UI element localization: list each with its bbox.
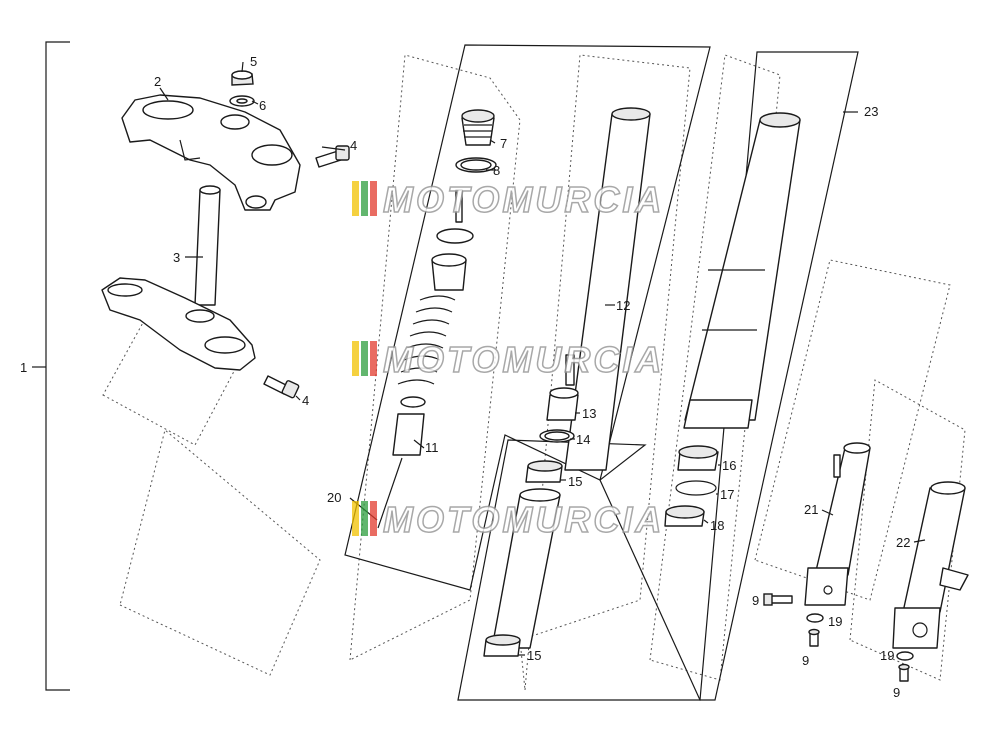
cap-nut bbox=[231, 70, 254, 86]
callout-22: 22 bbox=[896, 535, 910, 550]
callout-20: 20 bbox=[327, 490, 341, 505]
callout-16: 16 bbox=[722, 458, 736, 473]
fork-top-plug bbox=[461, 109, 495, 146]
guide-bush-lower bbox=[483, 634, 521, 657]
dust-seal bbox=[677, 445, 719, 471]
bolt-9-left bbox=[808, 628, 820, 647]
callout-4b: 4 bbox=[302, 393, 309, 408]
watermark-stripe bbox=[361, 501, 368, 536]
callout-3: 3 bbox=[173, 250, 180, 265]
callout-11: 11 bbox=[425, 440, 439, 455]
callout-14: 14 bbox=[576, 432, 590, 447]
watermark-stripe bbox=[352, 341, 359, 376]
snap-ring bbox=[539, 429, 575, 443]
outer-fork-tube bbox=[683, 112, 801, 429]
guide-bush-upper bbox=[525, 460, 563, 483]
watermark-stripe bbox=[352, 181, 359, 216]
callout-9c: 9 bbox=[893, 685, 900, 700]
lower-tube bbox=[491, 488, 561, 649]
watermark-text: MOTOMURCIA bbox=[383, 339, 664, 380]
watermark-stripe bbox=[361, 181, 368, 216]
watermark-stripe bbox=[361, 341, 368, 376]
bolt-upper bbox=[315, 145, 350, 168]
callout-19b: 19 bbox=[880, 648, 894, 663]
watermark-3: MOTOMURCIA bbox=[352, 498, 664, 541]
callout-9a: 9 bbox=[752, 593, 759, 608]
assembly-bracket bbox=[32, 41, 70, 691]
callout-9b: 9 bbox=[802, 653, 809, 668]
callout-19a: 19 bbox=[828, 614, 842, 629]
oil-seal bbox=[664, 505, 705, 527]
callout-18: 18 bbox=[710, 518, 724, 533]
callout-7: 7 bbox=[500, 136, 507, 151]
washer bbox=[229, 95, 255, 107]
callout-1: 1 bbox=[20, 360, 27, 375]
circlip bbox=[675, 480, 717, 496]
callout-15b: 15 bbox=[527, 648, 541, 663]
callout-23: 23 bbox=[864, 104, 878, 119]
callout-12: 12 bbox=[616, 298, 630, 313]
watermark-text: MOTOMURCIA bbox=[383, 179, 664, 220]
watermark-2: MOTOMURCIA bbox=[352, 338, 664, 381]
dashed-frames bbox=[102, 54, 966, 691]
steering-stem bbox=[194, 185, 221, 306]
damper-rod-parts bbox=[377, 189, 474, 529]
callout-5: 5 bbox=[250, 54, 257, 69]
watermark-stripe bbox=[370, 501, 377, 536]
damper-cartridge bbox=[546, 354, 579, 421]
watermark-text: MOTOMURCIA bbox=[383, 499, 664, 540]
fork-leg-left bbox=[804, 442, 871, 606]
callout-17: 17 bbox=[720, 487, 734, 502]
watermark-1: MOTOMURCIA bbox=[352, 178, 664, 221]
bolt-9-right bbox=[898, 663, 910, 682]
lower-triple-clamp bbox=[101, 277, 256, 371]
callout-21: 21 bbox=[804, 502, 818, 517]
washer-19-right bbox=[896, 651, 914, 661]
inner-fork-tube bbox=[564, 107, 651, 471]
axle-pinch-bolt bbox=[763, 593, 793, 606]
washer-19-left bbox=[806, 613, 824, 623]
callout-6: 6 bbox=[259, 98, 266, 113]
upper-triple-clamp bbox=[121, 94, 301, 211]
watermark-stripe bbox=[370, 341, 377, 376]
o-ring bbox=[455, 157, 497, 173]
callout-4a: 4 bbox=[350, 138, 357, 153]
watermark-stripe bbox=[352, 501, 359, 536]
watermark-group: MOTOMURCIA MOTOMURCIA MOTOMURCIA bbox=[352, 178, 664, 541]
callout-15a: 15 bbox=[568, 474, 582, 489]
callouts: 1 2 3 4 4 5 6 7 8 9 9 9 11 12 13 14 15 1… bbox=[20, 54, 910, 700]
watermark-stripe bbox=[370, 181, 377, 216]
callout-2: 2 bbox=[154, 74, 161, 89]
bolt-lower bbox=[263, 375, 300, 399]
fork-leg-right bbox=[892, 481, 969, 649]
callout-8: 8 bbox=[493, 163, 500, 178]
callout-13: 13 bbox=[582, 406, 596, 421]
